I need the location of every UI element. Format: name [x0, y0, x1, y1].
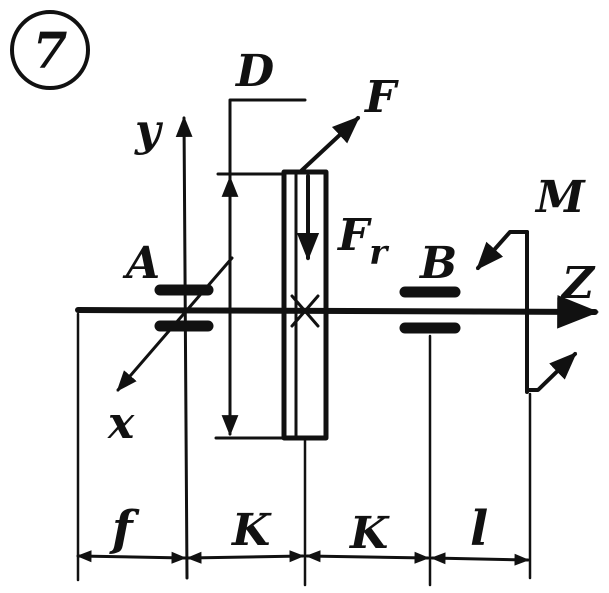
moment-m-symbol — [476, 230, 578, 394]
radial-force-subscript: r — [369, 233, 389, 273]
bearing-a — [154, 284, 214, 332]
diameter-dimension — [214, 98, 307, 440]
shaft-axis-z — [75, 295, 600, 329]
bearing-a-label: A — [122, 238, 160, 289]
axis-x-label: x — [107, 398, 135, 449]
axis-y — [175, 115, 193, 580]
radial-force-label: Fr — [336, 210, 389, 273]
axis-y-label: y — [134, 105, 164, 156]
moment-m-label: M — [534, 172, 586, 223]
dimension-line — [76, 550, 530, 566]
problem-number-badge: 7 — [10, 10, 90, 90]
bearing-b-label: B — [418, 238, 457, 289]
axis-z-label: Z — [560, 258, 596, 309]
dimension-l-label: l — [470, 501, 488, 557]
force-f-arrow — [298, 116, 361, 174]
dimension-k1-label: K — [230, 505, 272, 556]
gear-disk — [281, 169, 329, 441]
force-f-label: F — [363, 72, 399, 123]
dimension-k2-label: K — [348, 508, 390, 559]
bearing-b — [399, 286, 461, 334]
problem-number: 7 — [33, 21, 68, 80]
radial-force-letter: F — [336, 210, 372, 261]
dimension-f-label: f — [109, 501, 140, 557]
diameter-label: D — [234, 46, 274, 97]
